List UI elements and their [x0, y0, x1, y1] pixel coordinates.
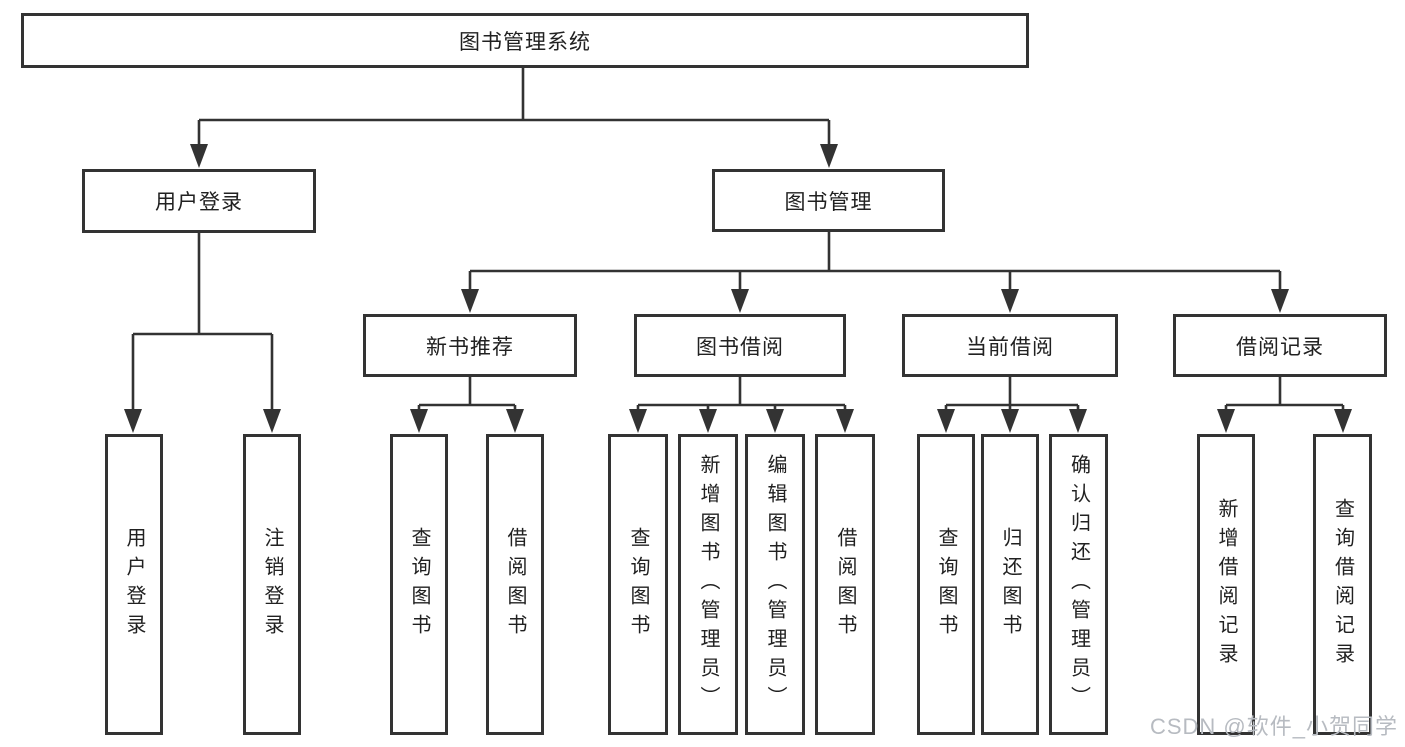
node-book-management: 图书管理	[712, 169, 945, 232]
leaf-add-book-admin: 新增图书（管理员）	[678, 434, 738, 735]
leaf-query-book: 查询图书	[390, 434, 448, 735]
node-label: 用户登录	[123, 526, 145, 643]
node-user-login: 用户登录	[82, 169, 316, 233]
leaf-query-book: 查询图书	[917, 434, 975, 735]
node-label: 查询图书	[408, 526, 430, 643]
leaf-add-borrow-record: 新增借阅记录	[1197, 434, 1255, 735]
leaf-user-login: 用户登录	[105, 434, 163, 735]
node-label: 查询借阅记录	[1331, 497, 1354, 672]
leaf-borrow-book: 借阅图书	[815, 434, 875, 735]
leaf-query-book: 查询图书	[608, 434, 668, 735]
node-book-management-system: 图书管理系统	[21, 13, 1029, 68]
arrowhead-icons	[124, 144, 1352, 433]
node-label: 查询图书	[935, 526, 957, 643]
node-label: 借阅记录	[1236, 335, 1324, 359]
node-label: 图书借阅	[696, 335, 784, 359]
leaf-confirm-return-admin: 确认归还（管理员）	[1049, 434, 1108, 735]
leaf-logout: 注销登录	[243, 434, 301, 735]
node-label: 新增图书（管理员）	[697, 454, 719, 715]
node-borrow-records: 借阅记录	[1173, 314, 1387, 377]
node-current-borrow: 当前借阅	[902, 314, 1118, 377]
node-label: 归还图书	[999, 526, 1021, 643]
leaf-query-borrow-record: 查询借阅记录	[1313, 434, 1372, 735]
node-label: 用户登录	[155, 191, 243, 214]
node-label: 新书推荐	[426, 335, 514, 359]
leaf-return-book: 归还图书	[981, 434, 1039, 735]
node-label: 图书管理系统	[459, 30, 591, 54]
node-label: 新增借阅记录	[1215, 497, 1237, 672]
node-new-book-recommend: 新书推荐	[363, 314, 577, 377]
node-book-borrow: 图书借阅	[634, 314, 846, 377]
node-label: 编辑图书（管理员）	[764, 454, 786, 715]
leaf-edit-book-admin: 编辑图书（管理员）	[745, 434, 805, 735]
node-label: 借阅图书	[834, 526, 856, 643]
node-label: 注销登录	[261, 526, 283, 643]
node-label: 查询图书	[627, 526, 649, 643]
node-label: 当前借阅	[966, 335, 1054, 359]
node-label: 借阅图书	[504, 526, 526, 643]
node-label: 图书管理	[784, 190, 873, 214]
node-label: 确认归还（管理员）	[1067, 454, 1090, 715]
leaf-borrow-book: 借阅图书	[486, 434, 544, 735]
